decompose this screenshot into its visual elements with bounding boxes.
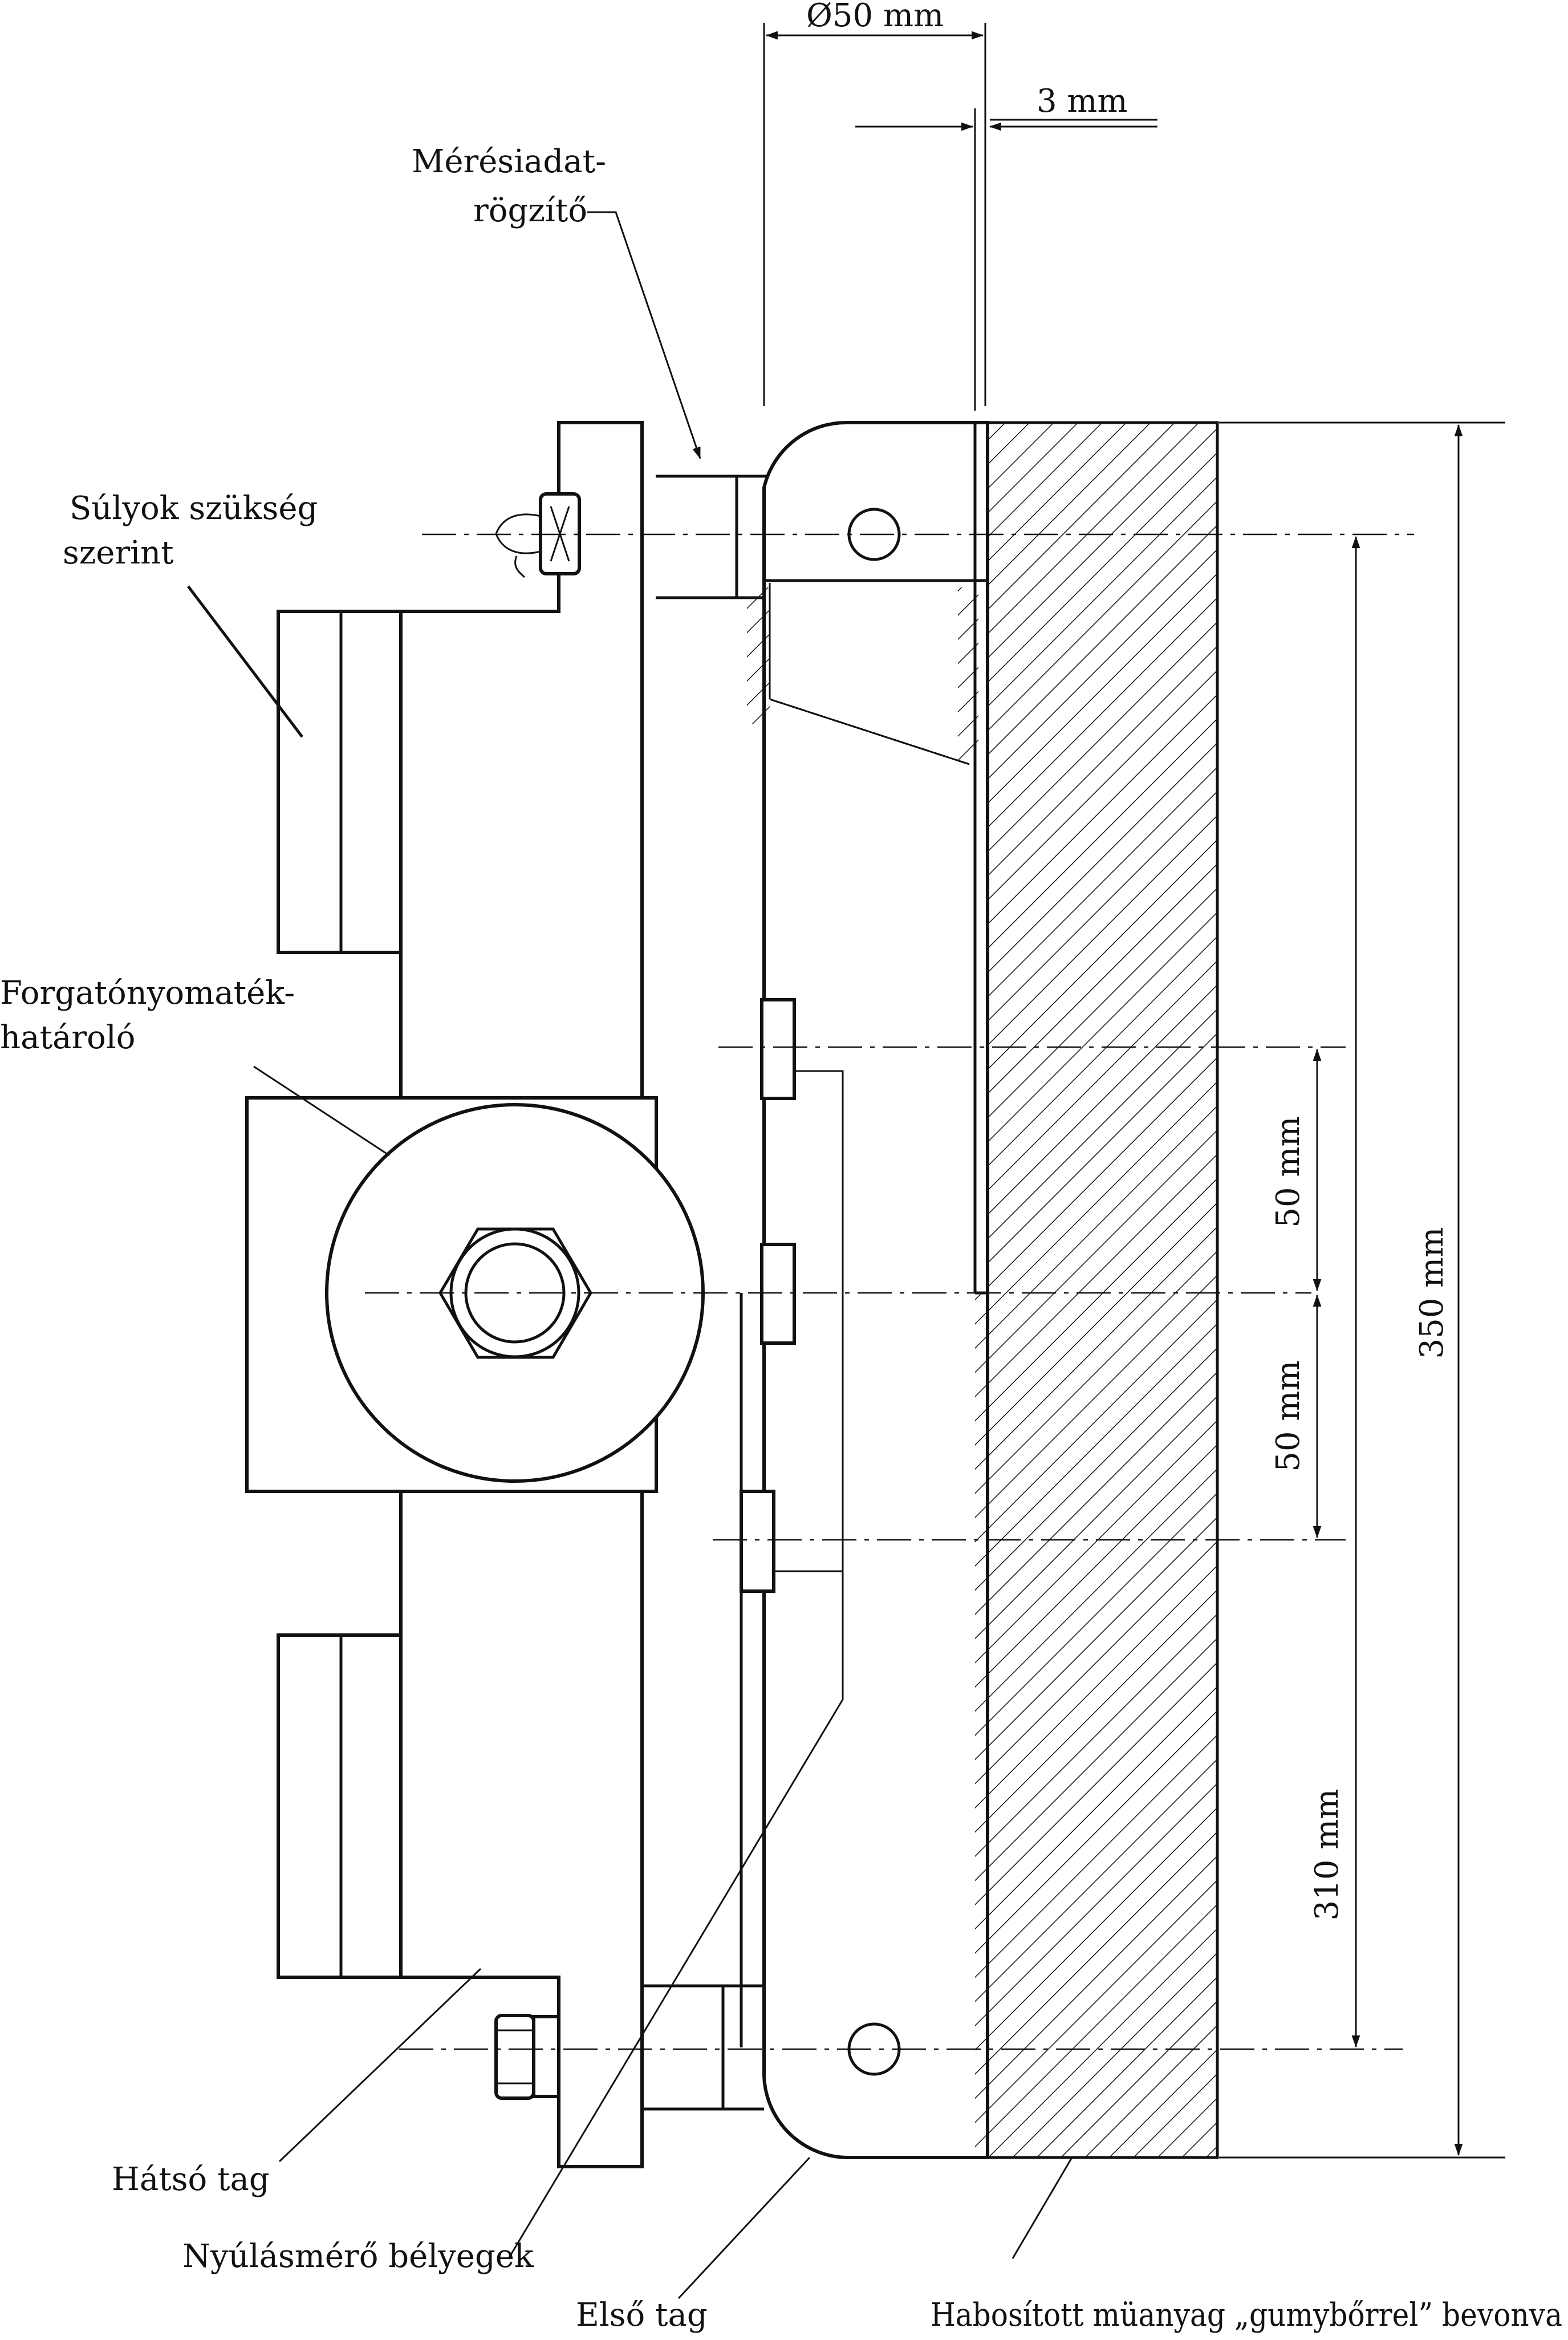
upper-bolt: [495, 492, 581, 578]
dimension-lower-spacing-label: 50 mm: [1270, 1360, 1307, 1471]
foam-covering: [973, 421, 1219, 2159]
dimension-pivot-span-label: 310 mm: [1309, 1789, 1346, 1921]
label-logger-line1: Mérésiadat-: [412, 143, 606, 180]
dimension-pivot-span: 310 mm: [1309, 536, 1360, 2048]
dimension-gap: 3 mm: [855, 83, 1157, 411]
strain-gauge-3: [740, 1490, 775, 1593]
label-weights-line1: Súlyok szükség: [70, 490, 318, 527]
label-torque-limiter-line2: határoló: [0, 1019, 135, 1056]
front-member: [740, 420, 989, 2159]
dimension-gap-label: 3 mm: [1037, 83, 1128, 120]
label-weights-line2: szerint: [63, 534, 174, 571]
dimension-diameter: Ø50 mm: [763, 0, 986, 406]
label-strain-gauges: Nyúlásmérő bélyegek: [182, 2238, 534, 2275]
label-logger-line2: rögzítő: [473, 192, 587, 229]
dimension-upper-spacing: 50 mm: [1270, 1048, 1322, 1292]
dimension-lower-spacing: 50 mm: [1270, 1294, 1322, 1539]
upper-connecting-rod: [656, 475, 770, 599]
label-torque-limiter-line1: Forgatónyomaték-: [0, 975, 295, 1012]
label-rear-member: Hátsó tag: [112, 2161, 270, 2198]
dimension-total-height-label: 350 mm: [1413, 1227, 1451, 1359]
dimension-diameter-label: Ø50 mm: [806, 0, 944, 34]
leader-lines: [187, 211, 1073, 2300]
center-lines: [365, 533, 1414, 2050]
dimension-total-height: 350 mm: [1219, 421, 1505, 2159]
strain-gauge-leaders: [507, 1070, 844, 2259]
weight-block-upper: [277, 610, 403, 954]
label-front-member: Első tag: [576, 2297, 708, 2334]
lower-bolt: [494, 2014, 560, 2100]
strain-gauge-2: [760, 1243, 796, 1345]
label-foam: Habosított müanyag „gumybőrrel” bevonva: [931, 2297, 1562, 2334]
weight-block-lower: [277, 1633, 403, 1979]
strain-gauge-1: [760, 998, 796, 1100]
dimension-upper-spacing-label: 50 mm: [1270, 1116, 1307, 1227]
lower-connecting-rod: [642, 1984, 764, 2111]
